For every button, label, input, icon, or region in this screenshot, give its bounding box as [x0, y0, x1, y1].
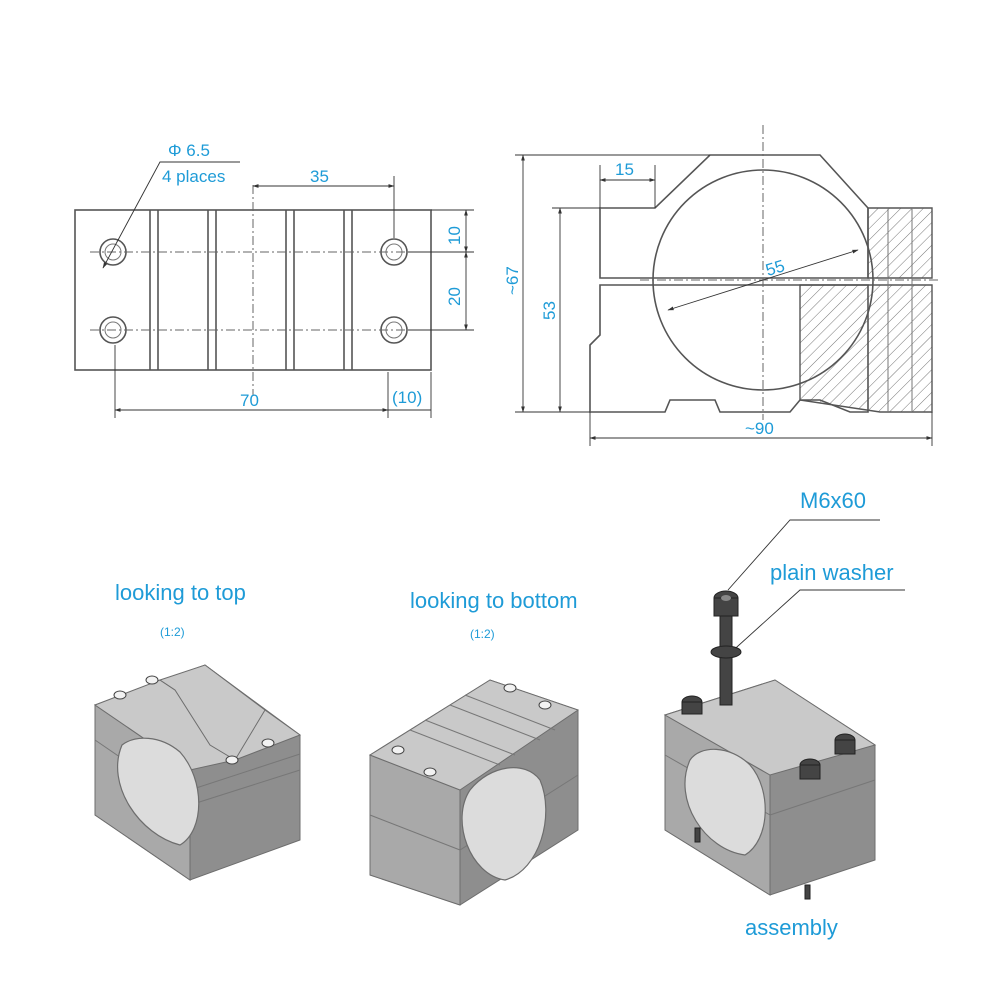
top-view: Φ 6.5 4 places 35 70 (10) 10 20 — [74, 141, 474, 418]
iso-assembly-view: M6x60 plain washer assembly — [663, 488, 905, 940]
washer-icon — [710, 645, 742, 659]
iso-top-scale: (1:2) — [160, 625, 185, 639]
section-hatch-upper — [867, 207, 933, 279]
dim-height-axis: 53 — [540, 301, 559, 320]
dim-edge-y: 10 — [445, 226, 464, 245]
hole-diameter-label: Φ 6.5 — [168, 141, 210, 160]
dim-slot-width: 15 — [615, 160, 634, 179]
iso-bottom-label: looking to bottom — [410, 588, 578, 613]
assembly-label: assembly — [745, 915, 838, 940]
dim-bore: 55 — [763, 256, 787, 280]
iso-bottom-view: looking to bottom (1:2) — [368, 588, 580, 906]
section-hatch-lower — [799, 284, 933, 413]
washer-label: plain washer — [770, 560, 894, 585]
dim-width-total: ~90 — [745, 419, 774, 438]
dim-length: 70 — [240, 391, 259, 410]
bolt-label: M6x60 — [800, 488, 866, 513]
dim-hole-spacing-x: 35 — [310, 167, 329, 186]
iso-top-view: looking to top (1:2) — [93, 580, 302, 881]
dim-end: (10) — [392, 388, 422, 407]
dim-height-total: ~67 — [503, 266, 522, 295]
front-view: 15 55 ~67 53 ~90 — [503, 125, 940, 446]
top-view-grooves — [149, 210, 353, 370]
front-view-lower-outline — [589, 284, 869, 413]
iso-top-label: looking to top — [115, 580, 246, 605]
dim-hole-spacing-y: 20 — [445, 287, 464, 306]
front-view-upper-outline — [599, 154, 869, 279]
iso-bottom-scale: (1:2) — [470, 627, 495, 641]
hole-count-label: 4 places — [162, 167, 225, 186]
